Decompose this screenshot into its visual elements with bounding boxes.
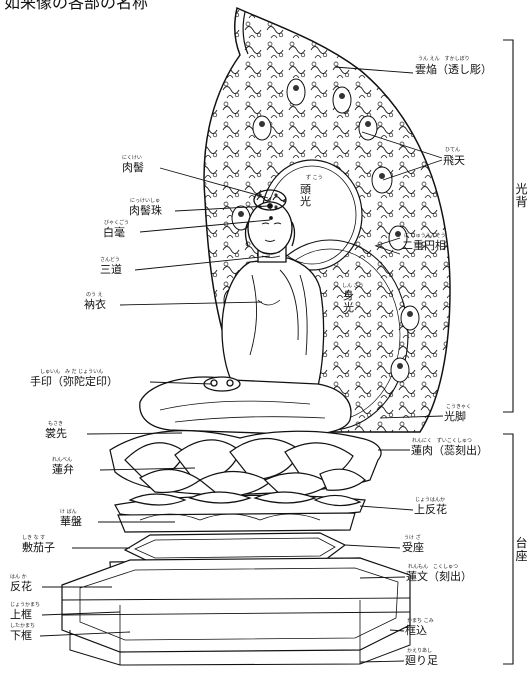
label-byakugou: 白毫 <box>103 227 125 239</box>
label-noe: 衲衣 <box>84 299 106 311</box>
label-shinkou: 身光 <box>343 290 356 314</box>
label-unkei: 雲焔（透し彫） <box>415 64 492 76</box>
label-nijuenso: 二重円相 <box>402 240 446 252</box>
label-rengeniku: 蓮肉（蕊刻出） <box>411 445 488 457</box>
label-shitakamachi: 下框 <box>10 630 32 642</box>
section-brackets <box>503 40 513 664</box>
label-hiten: 飛天 <box>443 155 465 167</box>
label-tein: 手印（弥陀定印） <box>30 376 118 388</box>
label-koukyaku: 光脚 <box>444 411 466 423</box>
label-kouhai: 光背 <box>515 183 528 209</box>
label-daiza: 台座 <box>515 537 528 563</box>
label-nikkei: 肉髻 <box>122 162 144 174</box>
label-monmon: 蓮文（刻出） <box>406 571 472 583</box>
label-kebann: 華盤 <box>60 516 82 528</box>
ruby-unkei: うん えん すかしぼり <box>418 57 470 62</box>
label-zukou: 頭光 <box>300 184 314 208</box>
ruby-zukou: ず こう <box>306 176 323 181</box>
label-jokamachi: 上框 <box>10 609 32 621</box>
label-kaerimashi: 廻り足 <box>405 655 438 667</box>
label-kamikomi: 框込 <box>405 625 427 637</box>
label-jouhanka: 上反花 <box>414 504 447 516</box>
label-hanka: 反花 <box>10 581 32 593</box>
label-nikkeishu: 肉髻珠 <box>129 205 162 217</box>
label-ukeza: 受座 <box>402 542 424 554</box>
label-renben: 蓮弁 <box>52 464 74 476</box>
label-chusaki: 裳先 <box>45 428 67 440</box>
label-sandou: 三道 <box>100 264 122 276</box>
label-shikinasu: 敷茄子 <box>22 542 55 554</box>
ruby-hiten: ひてん <box>445 148 460 153</box>
